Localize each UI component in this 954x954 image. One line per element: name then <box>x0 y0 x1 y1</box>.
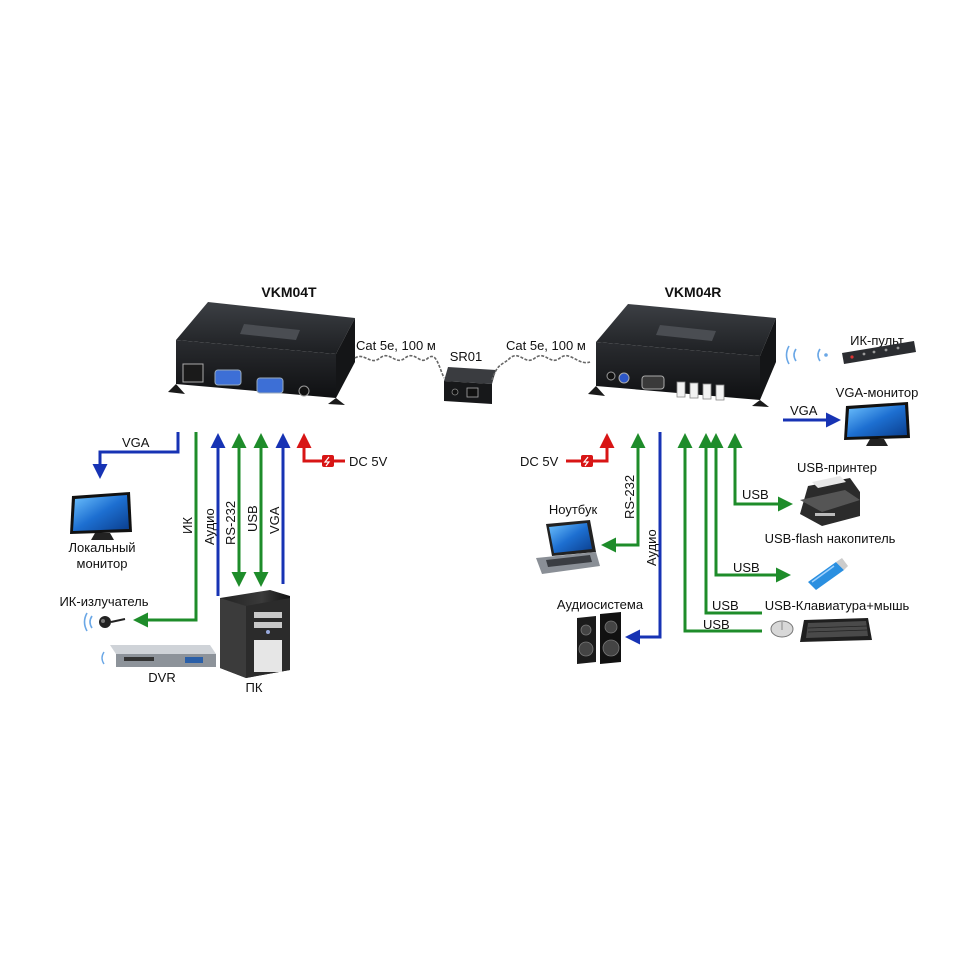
ir-remote-label: ИК-пульт <box>850 333 904 348</box>
repeater-title: SR01 <box>450 349 483 364</box>
audio-system: Аудиосистема <box>557 597 644 664</box>
rs232-left-connection: RS-232 <box>223 433 247 587</box>
vga-input-label: VGA <box>267 506 282 534</box>
receiver-title: VKM04R <box>665 284 722 300</box>
cable-left-label: Cat 5e, 100 м <box>356 338 436 353</box>
usb-flash-line-label: USB <box>733 560 760 575</box>
audio-input-connection: Аудио <box>202 433 226 596</box>
transmitter-title: VKM04T <box>261 284 317 300</box>
laptop: Ноутбук <box>536 502 600 574</box>
usb-keyboard-line-label: USB <box>712 598 739 613</box>
power-right-connection: DC 5V <box>520 433 615 469</box>
ir-label: ИК <box>180 517 195 534</box>
rs232-left-label: RS-232 <box>223 501 238 545</box>
local-monitor-label-2: монитор <box>77 556 128 571</box>
usb-flash-drive: USB-flash накопитель <box>765 531 896 590</box>
vga-monitor: VGA-монитор <box>836 385 919 446</box>
audio-system-label: Аудиосистема <box>557 597 644 612</box>
usb-flash-label: USB-flash накопитель <box>765 531 896 546</box>
pc-tower: ПК <box>220 590 290 695</box>
usb-left-connection: USB <box>245 433 269 587</box>
repeater-device: SR01 <box>444 349 496 404</box>
usb-printer-line-label: USB <box>742 487 769 502</box>
cable-left: Cat 5e, 100 м <box>354 338 445 379</box>
usb-printer-label: USB-принтер <box>797 460 877 475</box>
cable-right-label: Cat 5e, 100 м <box>506 338 586 353</box>
rs232-right-label: RS-232 <box>622 475 637 519</box>
vga-monitor-label: VGA-монитор <box>836 385 919 400</box>
rs232-right-connection: RS-232 <box>601 433 646 553</box>
power-left-label: DC 5V <box>349 454 388 469</box>
ir-connection: ИК <box>133 432 198 628</box>
vga-output-label: VGA <box>790 403 818 418</box>
local-monitor: Локальный монитор <box>68 492 136 571</box>
ir-emitter-label: ИК-излучатель <box>59 594 148 609</box>
usb-keyboard-mouse: USB-Клавиатура+мышь <box>765 598 910 642</box>
vga-output-connection: VGA <box>783 403 841 428</box>
power-right-label: DC 5V <box>520 454 559 469</box>
receiver-device: VKM04R <box>588 284 776 407</box>
power-left-connection: DC 5V <box>296 433 388 469</box>
ir-emitter: ИК-излучатель <box>59 594 149 632</box>
local-vga-label: VGA <box>122 435 150 450</box>
dvr-device: DVR <box>101 645 216 685</box>
laptop-label: Ноутбук <box>549 502 598 517</box>
transmitter-device: VKM04T <box>168 284 355 405</box>
usb-keyboard-label: USB-Клавиатура+мышь <box>765 598 910 613</box>
dvr-label: DVR <box>148 670 175 685</box>
cable-right: Cat 5e, 100 м <box>491 338 591 381</box>
local-vga-connection: VGA <box>92 432 180 479</box>
audio-output-connection: Аудио <box>625 432 662 645</box>
vga-input-connection: VGA <box>267 433 291 584</box>
ir-remote: ИК-пульт <box>785 333 916 365</box>
usb-printer: USB-принтер <box>797 460 877 526</box>
audio-input-label: Аудио <box>202 508 217 545</box>
usb-right-connections: USB USB USB USB <box>677 433 793 633</box>
usb-mouse-line-label: USB <box>703 617 730 632</box>
usb-left-label: USB <box>245 505 260 532</box>
local-monitor-label-1: Локальный <box>68 540 135 555</box>
audio-output-label: Аудио <box>644 529 659 566</box>
pc-label: ПК <box>246 680 263 695</box>
